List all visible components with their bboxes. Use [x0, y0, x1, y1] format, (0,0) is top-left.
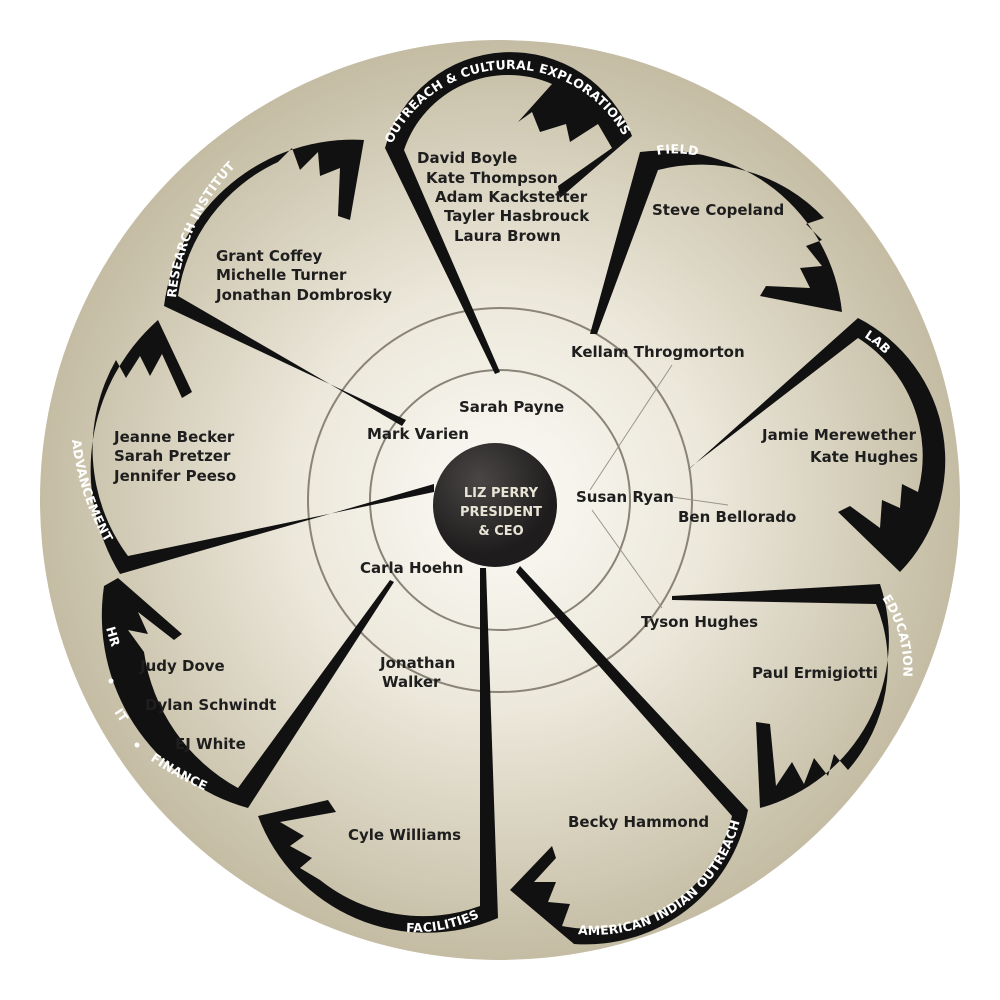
- connector-line: [589, 364, 673, 491]
- petal-hr-it-finance: [101, 578, 395, 808]
- ceo-title-suffix: & CEO: [478, 524, 523, 539]
- member-name: David Boyle: [417, 149, 517, 167]
- member-name: Judy Dove: [139, 657, 225, 675]
- member-name: Laura Brown: [454, 227, 561, 245]
- staff-name: Sarah Payne: [459, 398, 564, 416]
- ceo-node: LIZ PERRY PRESIDENT & CEO: [433, 443, 557, 567]
- staff-name: Tyson Hughes: [641, 613, 758, 631]
- dept-label-hr: HR: [103, 625, 123, 649]
- member-name: Cyle Williams: [348, 826, 461, 844]
- member-name: Jennifer Peeso: [113, 467, 236, 485]
- member-name: Jonathan Dombrosky: [215, 286, 392, 304]
- petal-field: [590, 150, 842, 334]
- connector-line: [591, 509, 663, 609]
- member-name: Adam Kackstetter: [435, 188, 588, 206]
- ceo-circle: [433, 443, 557, 567]
- connector-line: [671, 496, 729, 506]
- petal-american-indian-outreach: [510, 566, 748, 945]
- petal-outreach: [385, 52, 632, 374]
- member-name: Becky Hammond: [568, 813, 709, 831]
- member-name: Sarah Pretzer: [114, 447, 231, 465]
- member-name: EJ White: [175, 735, 246, 753]
- member-name: Dylan Schwindt: [145, 696, 276, 714]
- staff-name: Kellam Throgmorton: [571, 343, 745, 361]
- bullet-dot: [108, 678, 114, 684]
- member-name: Jeanne Becker: [113, 428, 235, 446]
- ceo-name: LIZ PERRY: [464, 486, 539, 501]
- petal-advancement: [90, 320, 434, 574]
- dept-label-field: FIELD: [655, 141, 700, 158]
- member-name: Kate Hughes: [810, 448, 918, 466]
- staff-name: Ben Bellorado: [678, 508, 796, 526]
- member-name: Steve Copeland: [652, 201, 784, 219]
- staff-name: Walker: [382, 673, 441, 691]
- staff-name: Susan Ryan: [576, 488, 674, 506]
- member-name: Michelle Turner: [216, 266, 347, 284]
- staff-name: Carla Hoehn: [360, 559, 463, 577]
- member-name: Tayler Hasbrouck: [444, 207, 590, 225]
- member-name: Kate Thompson: [426, 169, 558, 187]
- inner-ring: [369, 369, 631, 631]
- member-name: Jamie Merewether: [761, 426, 917, 444]
- staff-name: Jonathan: [379, 654, 455, 672]
- member-name: Paul Ermigiotti: [752, 664, 878, 682]
- member-name: Grant Coffey: [216, 247, 323, 265]
- petal-lab: [688, 318, 946, 572]
- ceo-title: PRESIDENT: [460, 505, 542, 520]
- staff-name: Mark Varien: [367, 425, 469, 443]
- petal-research-institute: [164, 139, 406, 426]
- bullet-dot: [134, 742, 140, 748]
